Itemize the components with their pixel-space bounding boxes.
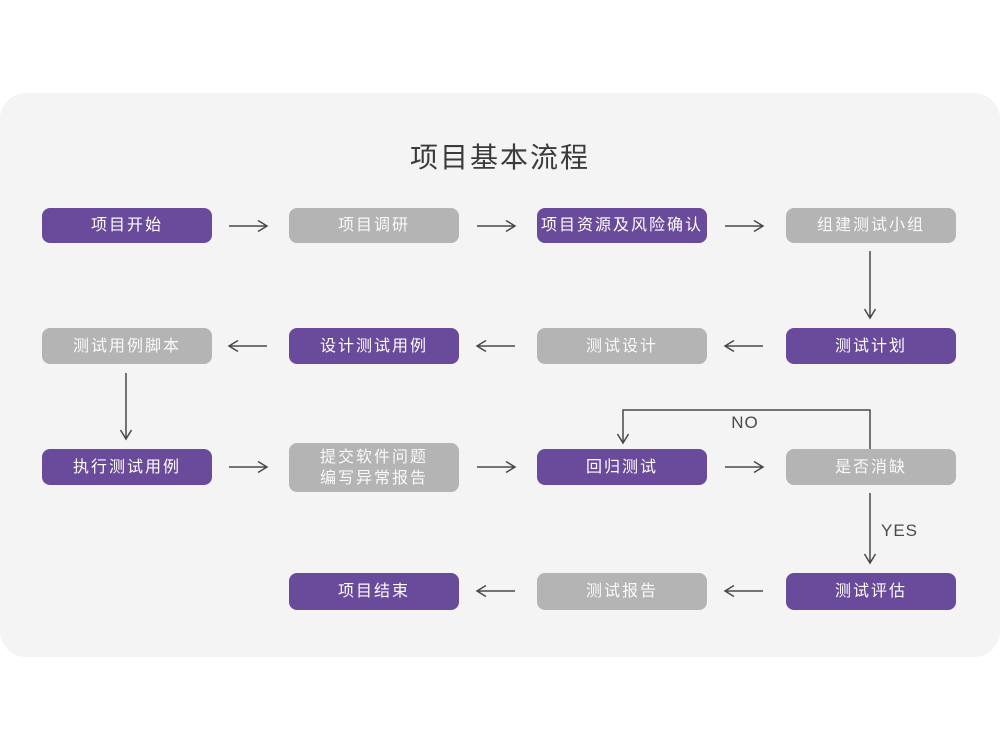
node-label: 测试用例脚本 bbox=[72, 337, 181, 355]
node-label-line2: 编写异常报告 bbox=[319, 469, 428, 487]
page-title: 项目基本流程 bbox=[409, 142, 590, 173]
node-label: 是否消缺 bbox=[834, 458, 907, 476]
node-project-research: 项目调研 bbox=[289, 208, 459, 243]
flowchart-card bbox=[0, 93, 1000, 657]
node-label: 执行测试用例 bbox=[72, 458, 181, 476]
node-label: 项目开始 bbox=[90, 217, 163, 234]
node-test-case-scripts: 测试用例脚本 bbox=[42, 328, 212, 364]
branch-label-no: NO bbox=[731, 413, 759, 432]
node-test-plan: 测试计划 bbox=[786, 328, 956, 364]
node-submit-issues: 提交软件问题 编写异常报告 bbox=[289, 443, 459, 492]
node-defect-cleared: 是否消缺 bbox=[786, 449, 956, 485]
node-test-design: 测试设计 bbox=[537, 328, 707, 364]
node-project-start: 项目开始 bbox=[42, 208, 212, 243]
node-build-test-team: 组建测试小组 bbox=[786, 208, 956, 243]
node-label: 项目资源及风险确认 bbox=[540, 217, 703, 234]
node-label: 设计测试用例 bbox=[319, 337, 428, 355]
node-label: 测试评估 bbox=[834, 583, 907, 600]
node-execute-test-cases: 执行测试用例 bbox=[42, 449, 212, 485]
node-label: 项目结束 bbox=[337, 583, 410, 600]
node-label: 测试计划 bbox=[834, 337, 907, 355]
node-regression-test: 回归测试 bbox=[537, 449, 707, 485]
node-test-report: 测试报告 bbox=[537, 573, 707, 610]
node-label: 项目调研 bbox=[337, 217, 410, 234]
node-test-evaluation: 测试评估 bbox=[786, 573, 956, 610]
branch-label-yes: YES bbox=[881, 521, 919, 540]
node-label-line1: 提交软件问题 bbox=[319, 448, 428, 466]
node-label: 测试报告 bbox=[585, 583, 658, 600]
node-resources-risk-confirm: 项目资源及风险确认 bbox=[537, 208, 707, 243]
node-design-test-cases: 设计测试用例 bbox=[289, 328, 459, 364]
node-project-end: 项目结束 bbox=[289, 573, 459, 610]
node-label: 组建测试小组 bbox=[816, 217, 925, 234]
node-label: 回归测试 bbox=[585, 458, 658, 476]
node-label: 测试设计 bbox=[585, 337, 658, 355]
